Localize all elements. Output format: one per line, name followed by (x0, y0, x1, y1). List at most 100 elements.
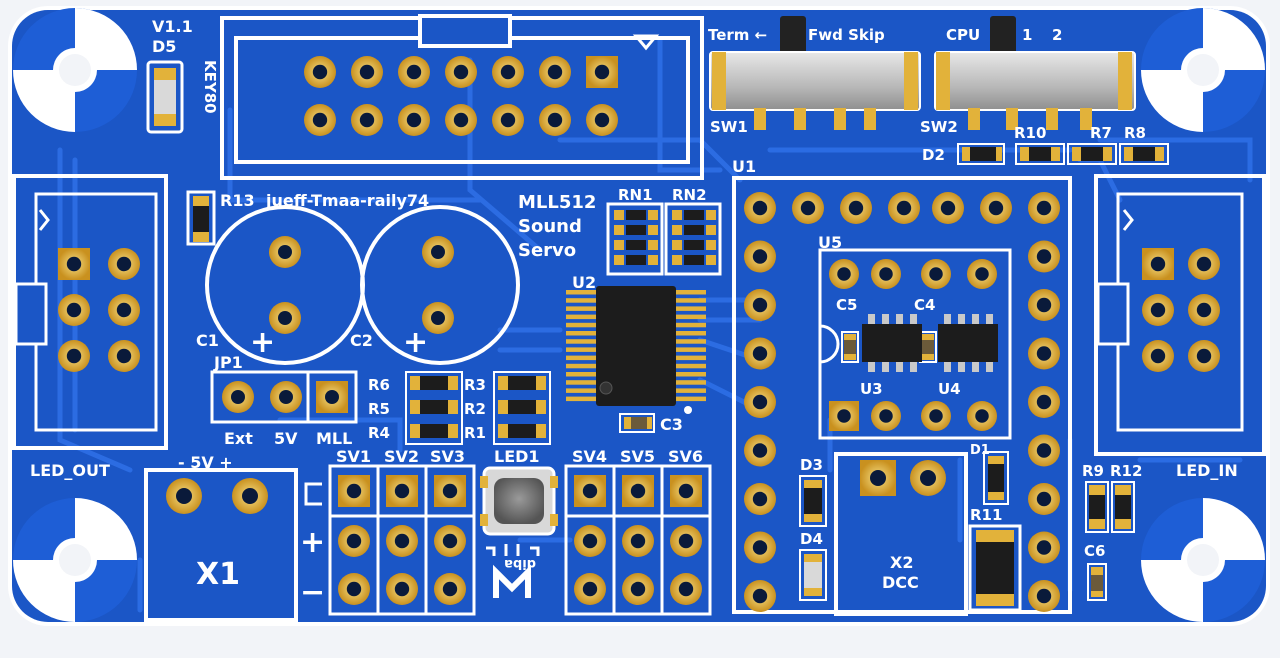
resistor-row-top (1015, 143, 1169, 165)
sw1-label: SW1 (710, 118, 748, 136)
u1-pin (744, 580, 776, 612)
header-pin (539, 56, 571, 88)
project-sound: Sound (518, 216, 582, 237)
led1-label: LED1 (494, 447, 540, 466)
u1-pin (1028, 386, 1060, 418)
jumper-jp1[interactable] (210, 370, 358, 424)
u5-label: U5 (818, 233, 842, 252)
x2-dcc-connector (834, 452, 968, 616)
led-out-label: LED_OUT (30, 461, 110, 480)
connector-pin (108, 294, 140, 326)
servo-pin-minus (338, 573, 370, 605)
u1-pin (888, 192, 920, 224)
capacitor-c1: + (205, 205, 365, 365)
d2-label: D2 (922, 146, 945, 164)
u2-label: U2 (572, 273, 596, 292)
r13-resistor (186, 190, 216, 246)
r2-label: R2 (464, 400, 486, 418)
mounting-hole-tr (1141, 8, 1265, 132)
servo-pin-minus (622, 573, 654, 605)
connector-pin (58, 248, 90, 280)
chips-u3-u4 (862, 314, 998, 372)
servo-pin-plus (622, 525, 654, 557)
r12-label: R12 (1110, 462, 1142, 480)
u5-pin (921, 259, 951, 289)
u1-pin (744, 434, 776, 467)
servo-pin-plus (670, 525, 702, 557)
servo-pin-plus (386, 525, 418, 557)
u1-pin (980, 192, 1012, 224)
u1-pin (932, 192, 964, 224)
header-pin (398, 104, 430, 136)
r9-label: R9 (1082, 462, 1104, 480)
u1-pin (744, 483, 776, 515)
c1-plus: + (250, 325, 275, 360)
connector-pin (1142, 340, 1174, 372)
u4-label: U4 (938, 380, 961, 398)
servo-pin-minus (670, 573, 702, 605)
r1-label: R1 (464, 424, 486, 442)
header-pin (492, 56, 524, 88)
module-u1 (732, 176, 1072, 614)
u5-pin (829, 401, 859, 431)
chip-u2 (566, 286, 706, 414)
c2-plus: + (403, 325, 428, 360)
copper-traces (57, 37, 1253, 613)
c3-label: C3 (660, 415, 683, 434)
u3-label: U3 (860, 380, 883, 398)
led-out-connector (12, 174, 168, 450)
jp1-mll-label: MLL (316, 429, 352, 448)
servo-pin-signal (338, 475, 370, 507)
servo-pin-minus (386, 573, 418, 605)
led1 (480, 466, 558, 536)
u1-pin (1028, 483, 1060, 515)
x2-label: X2 (890, 553, 913, 572)
connector-pin (1188, 340, 1220, 372)
led-in-label: LED_IN (1176, 461, 1238, 480)
u1-label: U1 (732, 157, 756, 176)
mounting-hole-bl (13, 498, 137, 622)
connector-pin (58, 294, 90, 326)
u1-pin (1028, 434, 1060, 467)
r13-label: R13 (220, 191, 255, 210)
switch-sw2[interactable] (934, 16, 1136, 130)
c6-capacitor (1087, 563, 1107, 601)
r7-label: R7 (1090, 124, 1112, 142)
resistor-networks (606, 202, 722, 276)
d4-label: D4 (800, 530, 823, 548)
header-pin (398, 56, 430, 88)
logo-text: diba (504, 556, 536, 571)
connector-pin (108, 248, 140, 280)
r8-label: R8 (1124, 124, 1146, 142)
d5-label: D5 (152, 37, 176, 56)
u1-pin (792, 192, 824, 224)
x1-terminal (144, 468, 298, 622)
d2-diode (957, 143, 1005, 165)
c5-capacitor (841, 331, 859, 363)
sw2-label: SW2 (920, 118, 958, 136)
header-pin (304, 104, 336, 136)
servo-pin-signal (434, 475, 466, 507)
servo-header-sv1-sv3 (328, 464, 476, 616)
jp1-label: JP1 (213, 353, 243, 372)
capacitor-c2: + (360, 205, 520, 365)
project-servo: Servo (518, 240, 576, 261)
mounting-hole-tl (13, 8, 137, 132)
u3-chip (862, 314, 922, 372)
r10-label: R10 (1014, 124, 1046, 142)
sv4-label: SV4 (572, 447, 607, 466)
u1-pin (1028, 580, 1060, 612)
c4-capacitor (919, 331, 937, 363)
servo-pin-signal (574, 475, 606, 507)
u5-pin (829, 259, 859, 289)
header-pin (586, 104, 618, 136)
d1-label: D1 (970, 443, 990, 458)
r5-label: R5 (368, 400, 390, 418)
resistors-r1-r6 (405, 371, 551, 445)
r9-r12-resistors (1085, 481, 1135, 533)
d3-diode (799, 475, 827, 527)
switch-sw1[interactable] (709, 16, 921, 130)
u1-pin (744, 240, 776, 273)
socket-u5 (818, 248, 1012, 440)
jp1-5v-label: 5V (274, 429, 298, 448)
